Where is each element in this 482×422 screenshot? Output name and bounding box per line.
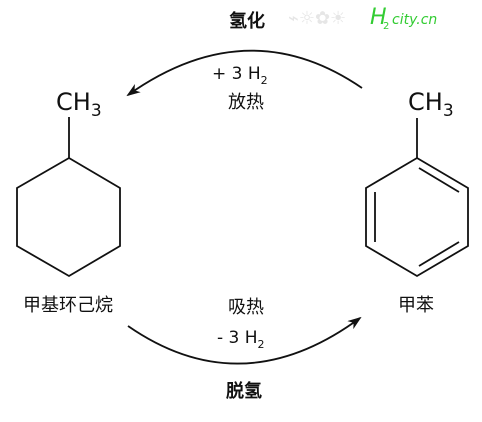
watermark-domain: city.cn [392, 12, 437, 28]
left-group-subscript: 3 [91, 101, 102, 121]
right-group-text: CH [408, 88, 443, 116]
right-methyl-group: CH3 [408, 88, 454, 121]
bottom-reaction: 吸热 - 3 H2 脱氢 [127, 297, 362, 402]
bottom-reagent-prefix: - 3 H [217, 328, 258, 348]
bottom-reaction-note: 吸热 [228, 297, 264, 318]
bottom-reagent-subscript: 2 [258, 338, 265, 351]
left-group-text: CH [56, 88, 91, 116]
left-molecule-name: 甲基环己烷 [23, 295, 113, 316]
cyclohexane-ring [16, 156, 121, 278]
watermark: ⌁☼✿☀ H 2 city.cn [288, 5, 437, 32]
benzene-ring [365, 156, 469, 278]
top-reagent-subscript: 2 [261, 74, 268, 87]
dehydrogenation-arrow [127, 316, 362, 365]
bottom-reagent: - 3 H2 [217, 328, 265, 351]
top-reagent: + 3 H2 [212, 64, 268, 87]
benzene-double-bond-2 [418, 241, 460, 267]
right-group-subscript: 3 [443, 101, 454, 121]
benzene-double-bond-1 [418, 167, 460, 193]
top-reaction-title: 氢化 [229, 10, 265, 32]
methylcyclohexane: CH3 甲基环己烷 [16, 88, 121, 316]
bottom-reaction-title: 脱氢 [226, 380, 262, 402]
top-reagent-prefix: + 3 H [212, 64, 261, 84]
left-methyl-group: CH3 [56, 88, 102, 121]
watermark-faint-text: ⌁☼✿☀ [288, 8, 346, 29]
hydrogenation-arrow [126, 49, 363, 97]
watermark-h-letter: H [370, 5, 387, 30]
top-reaction: 氢化 + 3 H2 放热 [126, 10, 363, 113]
watermark-subscript: 2 [383, 21, 389, 32]
right-molecule-name: 甲苯 [398, 295, 434, 316]
top-reaction-note: 放热 [228, 92, 264, 113]
toluene: CH3 甲苯 [365, 88, 469, 316]
